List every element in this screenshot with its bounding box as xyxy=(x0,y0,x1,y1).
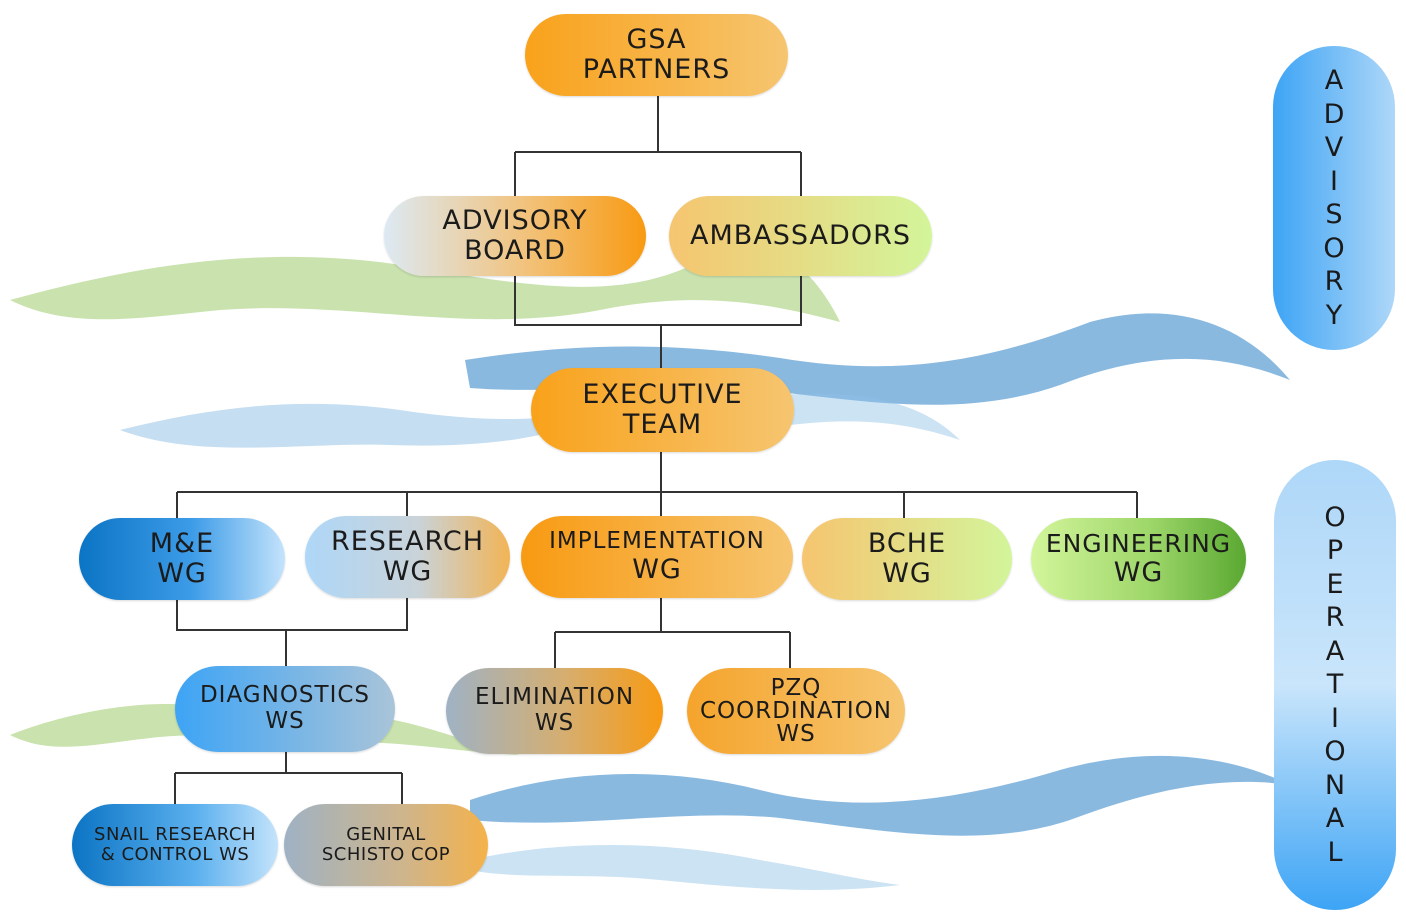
node-advisory-board-line-1: ADVISORY xyxy=(442,204,588,236)
node-executive-team-line-2: TEAM xyxy=(622,409,703,440)
node-elimination-ws-line-1: ELIMINATION xyxy=(474,684,635,711)
node-me-wg-line-1: M&E xyxy=(149,527,215,559)
side-label-advisory-letter: Y xyxy=(1325,299,1343,331)
node-bche-wg: BCHE WG xyxy=(802,518,1012,600)
node-me-wg-line-2: WG xyxy=(157,558,207,589)
node-elimination-ws-line-2: WS xyxy=(534,710,575,736)
side-label-operational-letter: A xyxy=(1325,635,1345,667)
side-label-advisory-letter: R xyxy=(1324,266,1344,297)
node-implementation-wg-line-1: IMPLEMENTATION xyxy=(549,528,765,554)
side-label-advisory-letter: A xyxy=(1324,65,1344,96)
node-gsa-partners-line-1: GSA xyxy=(626,23,687,55)
node-snail-research-ws: SNAIL RESEARCH & CONTROL WS xyxy=(72,804,278,886)
side-label-operational-letter: T xyxy=(1326,669,1344,701)
side-label-advisory: A D V I S O R Y xyxy=(1273,46,1395,350)
wave-green-top xyxy=(10,244,840,322)
connector-advisory-row-to-executive xyxy=(514,276,802,368)
node-implementation-wg: IMPLEMENTATION WG xyxy=(521,516,793,598)
side-label-advisory-letter: V xyxy=(1324,132,1344,163)
node-genital-schisto-cop: GENITAL SCHISTO COP xyxy=(284,804,488,886)
node-diagnostics-ws-line-1: DIAGNOSTICS xyxy=(199,682,371,709)
node-executive-team: EXECUTIVE TEAM xyxy=(531,368,794,452)
node-engineering-wg: ENGINEERING WG xyxy=(1031,518,1246,600)
side-label-operational-letter: O xyxy=(1324,501,1346,533)
side-label-operational-letter: I xyxy=(1331,702,1339,734)
node-engineering-wg-line-1: ENGINEERING xyxy=(1045,528,1232,558)
side-label-advisory-letter: O xyxy=(1323,232,1345,264)
side-label-advisory-letter: D xyxy=(1323,98,1345,130)
connector-executive-to-wg-row xyxy=(176,452,1138,518)
side-label-operational-letter: L xyxy=(1327,836,1343,868)
node-implementation-wg-line-2: WG xyxy=(632,553,682,585)
node-research-wg: RESEARCH WG xyxy=(305,516,510,598)
node-executive-team-line-1: EXECUTIVE xyxy=(582,378,743,410)
node-ambassadors-line-1: AMBASSADORS xyxy=(690,219,911,251)
connector-diagnostics-to-sub xyxy=(174,752,403,804)
side-label-operational-letter: N xyxy=(1324,769,1346,801)
node-pzq-coordination-ws-line-2: COORDINATION xyxy=(699,697,893,724)
node-ambassadors: AMBASSADORS xyxy=(669,196,932,276)
side-label-operational-letter: A xyxy=(1325,803,1345,835)
node-pzq-coordination-ws-line-1: PZQ xyxy=(770,674,822,701)
node-pzq-coordination-ws-line-3: WS xyxy=(776,720,816,747)
node-diagnostics-ws-line-2: WS xyxy=(265,708,305,734)
node-bche-wg-line-2: WG xyxy=(882,558,932,589)
side-label-operational-letter: O xyxy=(1324,736,1346,768)
wave-blue-mid xyxy=(780,393,960,440)
side-label-operational-letter: R xyxy=(1325,602,1345,634)
node-elimination-ws: ELIMINATION WS xyxy=(446,668,663,754)
node-genital-schisto-cop-line-1: GENITAL xyxy=(346,823,426,845)
node-bche-wg-line-1: BCHE xyxy=(867,527,947,559)
node-research-wg-line-1: RESEARCH xyxy=(330,525,485,557)
node-research-wg-line-2: WG xyxy=(382,556,433,587)
node-snail-research-ws-line-2: & CONTROL WS xyxy=(100,844,250,865)
connector-implementation-to-ws xyxy=(554,598,791,668)
node-gsa-partners-line-2: PARTNERS xyxy=(582,54,731,85)
node-engineering-wg-line-2: WG xyxy=(1113,556,1164,588)
node-diagnostics-ws: DIAGNOSTICS WS xyxy=(175,666,395,752)
node-advisory-board-line-2: BOARD xyxy=(464,235,566,266)
node-genital-schisto-cop-line-2: SCHISTO COP xyxy=(321,844,451,865)
side-label-advisory-letter: S xyxy=(1325,199,1343,230)
side-label-operational: O P E R A T I O N A L xyxy=(1274,460,1396,910)
side-label-advisory-letter: I xyxy=(1330,165,1338,197)
node-gsa-partners: GSA PARTNERS xyxy=(525,14,788,96)
node-snail-research-ws-line-1: SNAIL RESEARCH xyxy=(94,823,256,845)
side-label-operational-letter: P xyxy=(1326,535,1344,567)
wave-blue-bottom-light xyxy=(470,845,900,890)
node-pzq-coordination-ws: PZQ COORDINATION WS xyxy=(687,668,905,754)
wave-blue-bottom-right xyxy=(470,755,1290,836)
connector-partners-to-advisory-row xyxy=(514,96,802,196)
wave-blue-left xyxy=(120,403,620,448)
side-label-operational-letter: E xyxy=(1326,568,1344,600)
node-me-wg: M&E WG xyxy=(79,518,285,600)
node-advisory-board: ADVISORY BOARD xyxy=(384,196,646,276)
connector-wg-to-diagnostics xyxy=(176,598,408,666)
